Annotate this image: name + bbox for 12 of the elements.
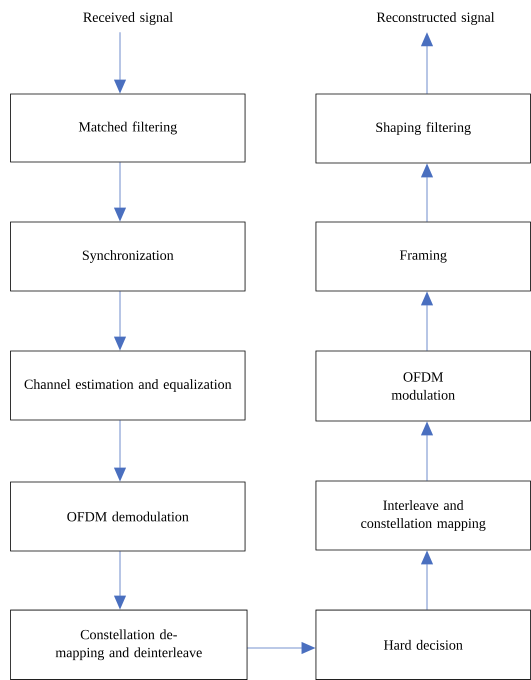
process-box: Channel estimation and equalization	[10, 350, 246, 420]
process-box: OFDM modulation	[316, 350, 531, 422]
process-box: Shaping filtering	[316, 94, 531, 164]
process-box: Matched filtering	[10, 94, 246, 162]
process-box: Synchronization	[10, 222, 246, 292]
process-box: Hard decision	[316, 610, 531, 680]
process-box: Framing	[316, 222, 531, 292]
process-box: Interleave and constellation mapping	[316, 480, 531, 550]
process-box: Constellation de-mapping and deinterleave	[10, 610, 248, 680]
signal-label: Reconstructed signal	[376, 12, 494, 25]
process-box: OFDM demodulation	[10, 482, 246, 552]
signal-label: Received signal	[83, 12, 173, 25]
